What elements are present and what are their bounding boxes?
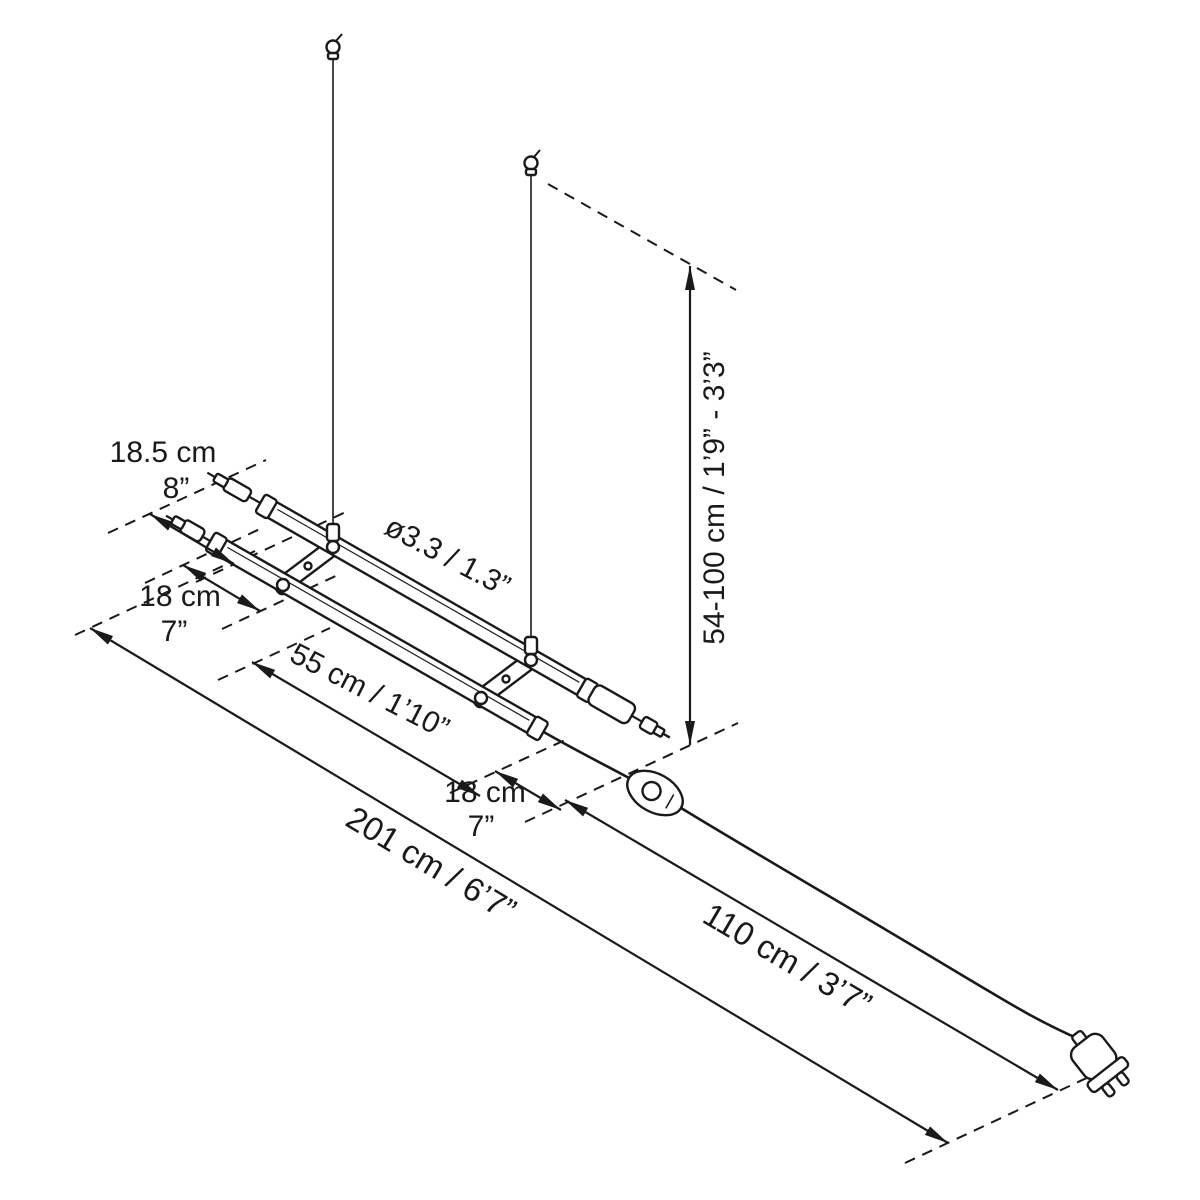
label-201cm: 201 cm / 6’7” bbox=[340, 799, 523, 929]
cord-segment bbox=[541, 729, 630, 780]
label-18-5cm-imperial: 8” bbox=[163, 472, 190, 505]
dimension-arrow-18-5cm bbox=[149, 513, 235, 565]
dashed-extension-line bbox=[107, 459, 267, 534]
label-18-5cm-metric: 18.5 cm bbox=[110, 436, 217, 469]
label-201cm-group: 201 cm / 6’7” bbox=[340, 799, 523, 929]
driver-barrel bbox=[587, 684, 637, 725]
wire-adjuster bbox=[325, 522, 341, 543]
label-55cm: 55 cm / 1’10” bbox=[285, 637, 455, 745]
bracket-knob bbox=[275, 577, 291, 593]
tube-endcap bbox=[254, 493, 278, 520]
plug-pin bbox=[1115, 1071, 1130, 1087]
dimension-arrow-201cm bbox=[89, 627, 949, 1144]
hook-collar bbox=[326, 51, 340, 61]
connector-stub bbox=[165, 514, 174, 521]
dashed-ceiling-reference-line bbox=[547, 183, 737, 291]
dashed-extension-line bbox=[904, 1067, 1109, 1164]
bracket-knob bbox=[501, 674, 511, 684]
connector-stub bbox=[206, 471, 216, 479]
connector-stub bbox=[662, 732, 671, 739]
ceiling-hook-right bbox=[523, 149, 541, 177]
label-18cm-front-imperial: 7” bbox=[468, 810, 495, 843]
label-18cm-back-metric: 18 cm bbox=[139, 580, 221, 613]
hook-tip bbox=[533, 149, 541, 158]
connector-cable bbox=[247, 495, 261, 504]
wire-adjuster bbox=[523, 635, 539, 656]
bracket-knob bbox=[523, 652, 539, 668]
ceiling-hook-left bbox=[325, 33, 343, 61]
dimension-arrow-110cm bbox=[564, 799, 1059, 1091]
dashed-extension-line bbox=[74, 550, 256, 636]
light-tube-upper bbox=[206, 471, 671, 739]
dashed-extension-line bbox=[221, 573, 341, 630]
label-54-100cm-group: 54-100 cm / 1’9” - 3’3” bbox=[698, 351, 731, 644]
end-connector-tip bbox=[212, 472, 230, 488]
label-18cm-back-imperial: 7” bbox=[161, 615, 188, 648]
label-55cm-group: 55 cm / 1’10” bbox=[285, 637, 455, 745]
power-cord-assembly bbox=[541, 729, 1130, 1098]
hook-eye bbox=[523, 155, 539, 171]
mounting-brackets bbox=[272, 536, 542, 709]
hook-tip bbox=[335, 33, 343, 42]
label-110cm-group: 110 cm / 3’7” bbox=[697, 895, 878, 1022]
plug-pin bbox=[1101, 1082, 1116, 1098]
power-plug bbox=[1069, 1029, 1130, 1098]
label-110cm: 110 cm / 3’7” bbox=[697, 895, 878, 1022]
bracket-knob bbox=[473, 690, 489, 706]
bracket-knob bbox=[303, 561, 313, 571]
connector-cable bbox=[631, 714, 643, 723]
end-connector-tip bbox=[652, 725, 666, 738]
label-18cm-front-metric: 18 cm bbox=[444, 776, 526, 809]
hook-collar bbox=[524, 167, 538, 177]
plug-base bbox=[1086, 1056, 1130, 1094]
dimension-arrow-18cm-back bbox=[182, 564, 261, 612]
hook-eye bbox=[325, 39, 341, 55]
reference-lines bbox=[74, 183, 1109, 1164]
dimension-arrows bbox=[89, 266, 1059, 1144]
label-54-100cm: 54-100 cm / 1’9” - 3’3” bbox=[698, 351, 731, 644]
inline-switch bbox=[626, 769, 684, 817]
bracket-knob bbox=[325, 539, 341, 555]
